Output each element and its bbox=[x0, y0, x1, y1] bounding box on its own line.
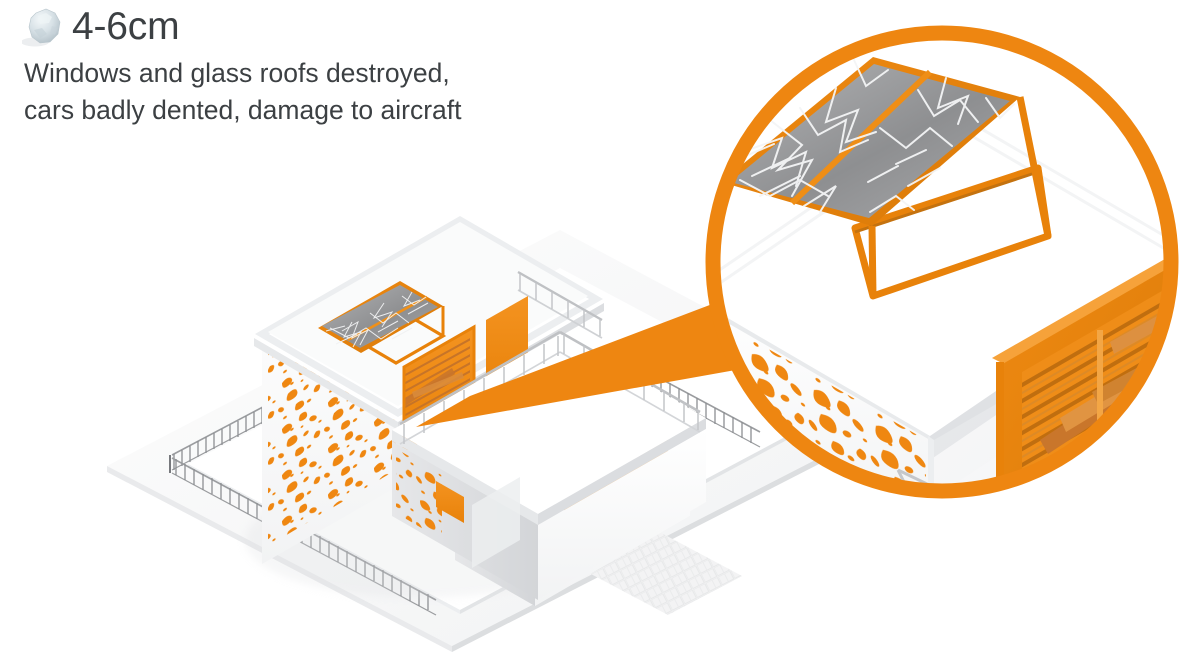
hail-size-label: 4-6cm bbox=[72, 5, 180, 48]
orange-window-panel bbox=[436, 481, 464, 523]
damage-description: Windows and glass roofs destroyed, cars … bbox=[24, 55, 462, 129]
balcony-railing bbox=[517, 270, 603, 339]
hailstone-icon bbox=[22, 4, 70, 50]
shattered-skylight bbox=[721, 57, 1052, 300]
damage-description-line-1: Windows and glass roofs destroyed, bbox=[24, 58, 450, 88]
shattered-skylight[interactable] bbox=[318, 281, 453, 365]
house-body bbox=[245, 215, 706, 606]
headline-row: 4-6cm bbox=[22, 2, 180, 52]
damage-description-line-2: cars badly dented, damage to aircraft bbox=[24, 95, 462, 125]
magnified-detail-circle[interactable] bbox=[660, 25, 1180, 662]
